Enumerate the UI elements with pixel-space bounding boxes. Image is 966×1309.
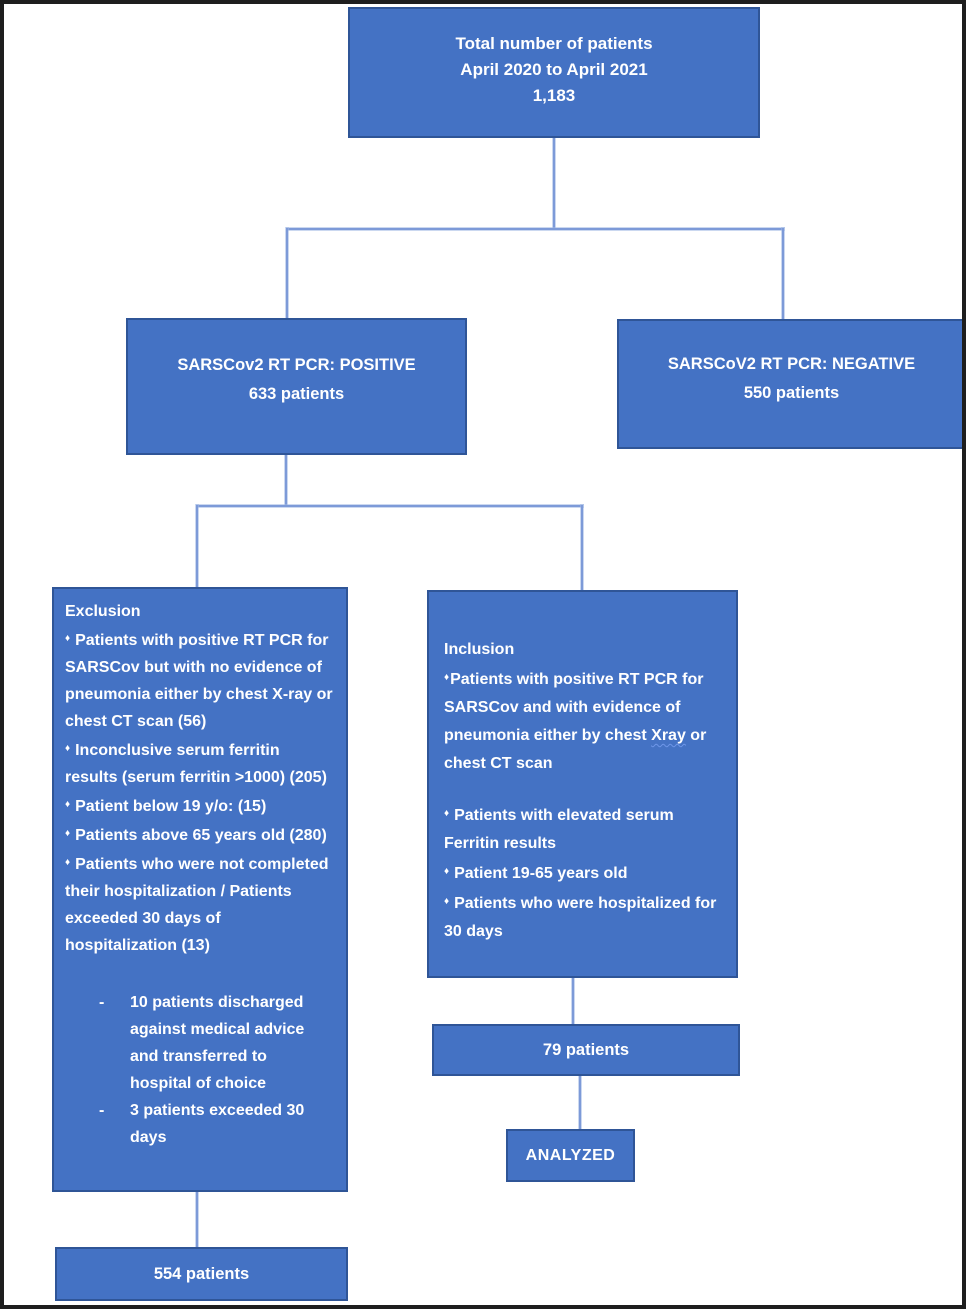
patients-554-box: 554 patients (55, 1247, 348, 1301)
total-patients-period: April 2020 to April 2021 (460, 60, 648, 79)
exclusion-bullet-2: ♦Inconclusive serum ferritin results (se… (65, 735, 336, 791)
diamond-bullet-icon: ♦ (444, 896, 450, 907)
exclusion-bullet-1: ♦Patients with positive RT PCR for SARSC… (65, 625, 336, 735)
exclusion-bullet-2-text: Inconclusive serum ferritin results (ser… (65, 742, 327, 786)
inclusion-bullet-2: ♦Patients with elevated serum Ferritin r… (444, 800, 723, 858)
pcr-positive-box: SARSCov2 RT PCR: POSITIVE 633 patients (126, 318, 467, 455)
connector-level2-horizontal (197, 505, 583, 507)
patients-79-box: 79 patients (432, 1024, 740, 1076)
diamond-bullet-icon: ♦ (65, 857, 71, 868)
inclusion-criteria-box: Inclusion ♦Patients with positive RT PCR… (427, 590, 738, 978)
inclusion-bullet-4: ♦Patients who were hospitalized for 30 d… (444, 888, 723, 946)
pcr-positive-count: 633 patients (248, 385, 345, 403)
connector-to-inclusion (581, 505, 583, 590)
exclusion-bullet-4: ♦ Patients above 65 years old (280) (65, 820, 336, 849)
connector-total-down (553, 138, 555, 229)
exclusion-criteria-box: Exclusion ♦Patients with positive RT PCR… (52, 587, 348, 1192)
exclusion-bullet-5-text: Patients who were not completed their ho… (65, 856, 329, 954)
patients-554-label: 554 patients (153, 1264, 250, 1283)
diamond-bullet-icon: ♦ (65, 633, 71, 644)
dash-bullet-icon: - (99, 1102, 105, 1119)
dash-bullet-icon: - (99, 994, 105, 1011)
exclusion-bullet-1-text: Patients with positive RT PCR for SARSCo… (65, 632, 333, 730)
total-patients-title: Total number of patients (455, 34, 653, 53)
connector-to-positive (286, 228, 288, 318)
exclusion-bullet-3: ♦ Patient below 19 y/o: (15) (65, 791, 336, 820)
pcr-positive-title: SARSCov2 RT PCR: POSITIVE (177, 356, 416, 374)
inclusion-bullet-group-2: ♦Patients with elevated serum Ferritin r… (444, 800, 723, 946)
exclusion-sub-list: - 10 patients discharged against medical… (65, 989, 336, 1151)
diamond-bullet-icon: ♦ (444, 866, 450, 877)
patients-79-label: 79 patients (542, 1040, 630, 1059)
exclusion-sub-item-1: - 10 patients discharged against medical… (99, 989, 336, 1097)
inclusion-bullet-2-text: Patients with elevated serum Ferritin re… (444, 807, 674, 852)
inclusion-title: Inclusion (444, 641, 515, 658)
inclusion-bullet-1-misspelled-word: Xray (651, 727, 686, 744)
inclusion-bullet-4-text: Patients who were hospitalized for 30 da… (444, 895, 717, 940)
inclusion-bullet-1: ♦Patients with positive RT PCR for SARSC… (444, 664, 723, 778)
exclusion-sub-item-1-text: 10 patients discharged against medical a… (130, 994, 305, 1092)
connector-to-negative (782, 228, 784, 319)
exclusion-bullet-3-text: Patient below 19 y/o: (15) (75, 798, 267, 815)
exclusion-title: Exclusion (65, 603, 141, 620)
exclusion-bullet-5: ♦Patients who were not completed their h… (65, 849, 336, 959)
connector-positive-down (285, 455, 287, 506)
diamond-bullet-icon: ♦ (444, 808, 450, 819)
total-patients-count: 1,183 (532, 86, 576, 105)
diamond-bullet-icon: ♦ (65, 743, 71, 754)
inclusion-bullet-3: ♦ Patient 19-65 years old (444, 858, 723, 888)
exclusion-bullet-4-text: Patients above 65 years old (280) (75, 827, 327, 844)
connector-level1-horizontal (287, 228, 784, 230)
connector-exclusion-to-554 (196, 1192, 198, 1247)
diamond-bullet-icon: ♦ (65, 828, 71, 839)
inclusion-bullet-3-text: Patient 19-65 years old (454, 865, 628, 882)
pcr-negative-box: SARSCoV2 RT PCR: NEGATIVE 550 patients (617, 319, 966, 449)
diamond-bullet-icon: ♦ (444, 672, 450, 683)
inclusion-bullet-1-text-b: or chest CT scan (444, 727, 707, 772)
connector-79-to-analyzed (579, 1076, 581, 1129)
pcr-negative-count: 550 patients (743, 384, 840, 402)
connector-to-exclusion (196, 505, 198, 587)
total-patients-box: Total number of patients April 2020 to A… (348, 7, 760, 138)
diamond-bullet-icon: ♦ (65, 799, 71, 810)
inclusion-bullet-1-text-a: Patients with positive RT PCR for SARSCo… (444, 671, 704, 744)
analyzed-box: ANALYZED (506, 1129, 635, 1182)
exclusion-sub-item-2-text: 3 patients exceeded 30 days (130, 1102, 305, 1146)
pcr-negative-title: SARSCoV2 RT PCR: NEGATIVE (667, 355, 916, 373)
analyzed-label: ANALYZED (525, 1146, 616, 1164)
connector-inclusion-to-79 (572, 978, 574, 1024)
exclusion-sub-item-2: - 3 patients exceeded 30 days (99, 1097, 336, 1151)
